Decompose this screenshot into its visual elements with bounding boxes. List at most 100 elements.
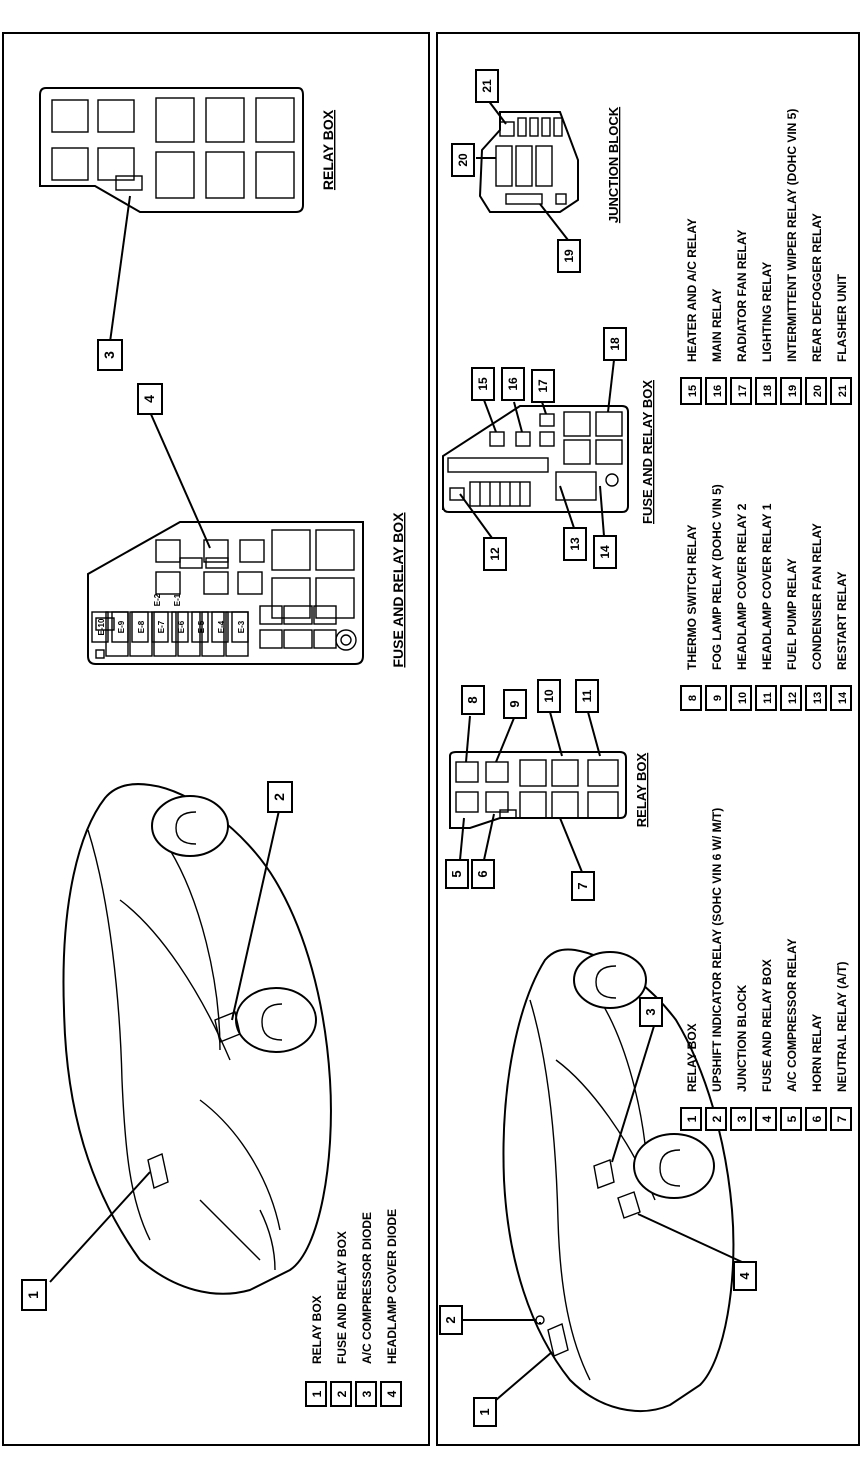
right-legend-text-2: UPSHIFT INDICATOR RELAY (SOHC VIN 6 W/ M… [710, 808, 724, 1092]
left-callout-4: 4 [141, 395, 157, 403]
right-legend-text-3: JUNCTION BLOCK [735, 984, 749, 1092]
right-legend-num-1: 1 [685, 1115, 699, 1122]
left-legend-text-2: FUSE AND RELAY BOX [335, 1231, 349, 1364]
right-callout-9: 9 [507, 700, 522, 707]
right-leader-21 [487, 99, 507, 125]
left-fuse-relay-box-title: FUSE AND RELAY BOX [390, 512, 406, 668]
right-callout-16-box [501, 367, 525, 401]
right-leader-14 [599, 485, 605, 537]
right-legend-num-10: 10 [737, 692, 749, 704]
right-callout-3: 3 [643, 1008, 658, 1015]
right-leader-18 [607, 359, 615, 413]
right-legend-col1: 1 2 3 4 5 6 7 RELAY BOX UPSHIFT INDICATO… [680, 808, 852, 1131]
right-legend-num-8: 8 [687, 695, 699, 701]
left-car-illustration [62, 783, 332, 1295]
right-legend-num-17: 17 [737, 385, 749, 397]
right-callout-18-box [603, 327, 627, 361]
right-legend-num-18: 18 [762, 385, 774, 397]
right-legend-num-7: 7 [835, 1115, 849, 1122]
right-legend-num-3: 3 [735, 1115, 749, 1122]
right-callout-13-box [563, 527, 587, 561]
left-callout-2: 2 [271, 793, 287, 801]
right-callout-8: 8 [465, 696, 480, 703]
left-callout-3-box [97, 339, 123, 371]
right-legend-num-13: 13 [812, 692, 824, 704]
right-callout-6: 6 [475, 870, 490, 877]
left-legend-num-1: 1 [310, 1390, 324, 1397]
right-callout-2-box [439, 1305, 463, 1335]
right-callout-5: 5 [449, 870, 464, 877]
right-leader-16 [513, 401, 523, 433]
right-legend-text-18: LIGHTING RELAY [760, 262, 774, 362]
right-leader-1 [495, 1351, 553, 1401]
right-callout-5-box [445, 859, 469, 889]
left-relay-box [39, 87, 304, 213]
right-legend-col3: 15 16 17 18 19 20 21 HEATER AND A/C RELA… [680, 109, 852, 405]
right-legend-text-8: THERMO SWITCH RELAY [685, 524, 699, 670]
right-legend-col2: 8 9 10 11 12 13 14 THERMO SWITCH RELAY F… [680, 484, 852, 711]
left-legend-text-1: RELAY BOX [310, 1295, 324, 1364]
right-legend-num-20: 20 [812, 385, 824, 397]
right-legend-num-6: 6 [810, 1115, 824, 1122]
right-callout-15-box [471, 367, 495, 401]
left-panel-frame [2, 32, 430, 1446]
left-legend-num-2: 2 [335, 1390, 349, 1397]
right-legend-text-15: HEATER AND A/C RELAY [685, 218, 699, 362]
right-legend-num-16: 16 [712, 385, 724, 397]
left-leader-2 [231, 805, 281, 1021]
right-legend-num-5: 5 [785, 1115, 799, 1122]
right-leader-10 [549, 711, 563, 757]
right-callout-9-box [503, 689, 527, 719]
left-fuse-labels: E-10 E-9 E-8 E-7 E-6 E-5 E-4 E-3 E-2 E-1 [91, 593, 249, 643]
right-leader-3 [611, 1025, 655, 1163]
right-legend-text-5: A/C COMPRESSOR RELAY [785, 938, 799, 1092]
right-leader-6 [483, 813, 495, 861]
left-legend-text-4: HEADLAMP COVER DIODE [385, 1209, 399, 1364]
right-leader-9 [495, 717, 515, 763]
fuse-label-e6: E-6 [177, 620, 186, 633]
right-legend-text-1: RELAY BOX [685, 1023, 699, 1092]
right-callout-19: 19 [562, 249, 576, 263]
right-legend-num-19: 19 [787, 385, 799, 397]
right-callout-17-box [531, 369, 555, 403]
right-legend-text-13: CONDENSER FAN RELAY [810, 523, 824, 670]
right-callout-4-box [733, 1261, 757, 1291]
right-callout-8-box [461, 685, 485, 715]
junction-block-title: JUNCTION BLOCK [606, 106, 621, 223]
right-callout-20: 20 [456, 153, 470, 167]
right-legend-text-16: MAIN RELAY [710, 288, 724, 362]
fuse-label-e5: E-5 [197, 620, 206, 633]
left-callout-1-box [21, 1279, 47, 1311]
right-legend-num-12: 12 [787, 692, 799, 704]
right-callout-21: 21 [480, 79, 494, 93]
fuse-label-e4: E-4 [217, 620, 226, 633]
right-callout-19-box [557, 239, 581, 273]
right-relay-box-title: RELAY BOX [634, 752, 649, 827]
left-legend-text-3: A/C COMPRESSOR DIODE [360, 1212, 374, 1364]
right-legend-num-11: 11 [762, 692, 774, 704]
fuse-label-e1: E-1 [173, 593, 182, 606]
right-leader-11 [587, 711, 601, 757]
right-legend-text-19: INTERMITTENT WIPER RELAY (DOHC VIN 5) [785, 109, 799, 362]
right-callout-14: 14 [598, 545, 612, 559]
right-leader-4 [637, 1213, 743, 1263]
right-legend-text-14: RESTART RELAY [835, 571, 849, 670]
junction-block [478, 111, 579, 213]
fuse-label-e8: E-8 [137, 620, 146, 633]
right-callout-12: 12 [488, 547, 502, 561]
right-legend-num-14: 14 [837, 691, 849, 704]
right-callout-4: 4 [737, 1272, 752, 1280]
left-leader-4 [149, 411, 211, 549]
right-callout-15: 15 [476, 377, 490, 391]
right-legend-text-12: FUEL PUMP RELAY [785, 558, 799, 670]
right-legend-num-9: 9 [712, 695, 724, 701]
right-legend-text-17: RADIATOR FAN RELAY [735, 230, 749, 362]
right-legend-num-4: 4 [760, 1115, 774, 1122]
right-callout-12-box [483, 537, 507, 571]
right-leader-19 [539, 203, 569, 241]
right-legend-text-4: FUSE AND RELAY BOX [760, 959, 774, 1092]
fuse-label-e9: E-9 [117, 620, 126, 633]
right-callout-7: 7 [575, 882, 590, 889]
left-fuse-relay-box [87, 521, 364, 665]
